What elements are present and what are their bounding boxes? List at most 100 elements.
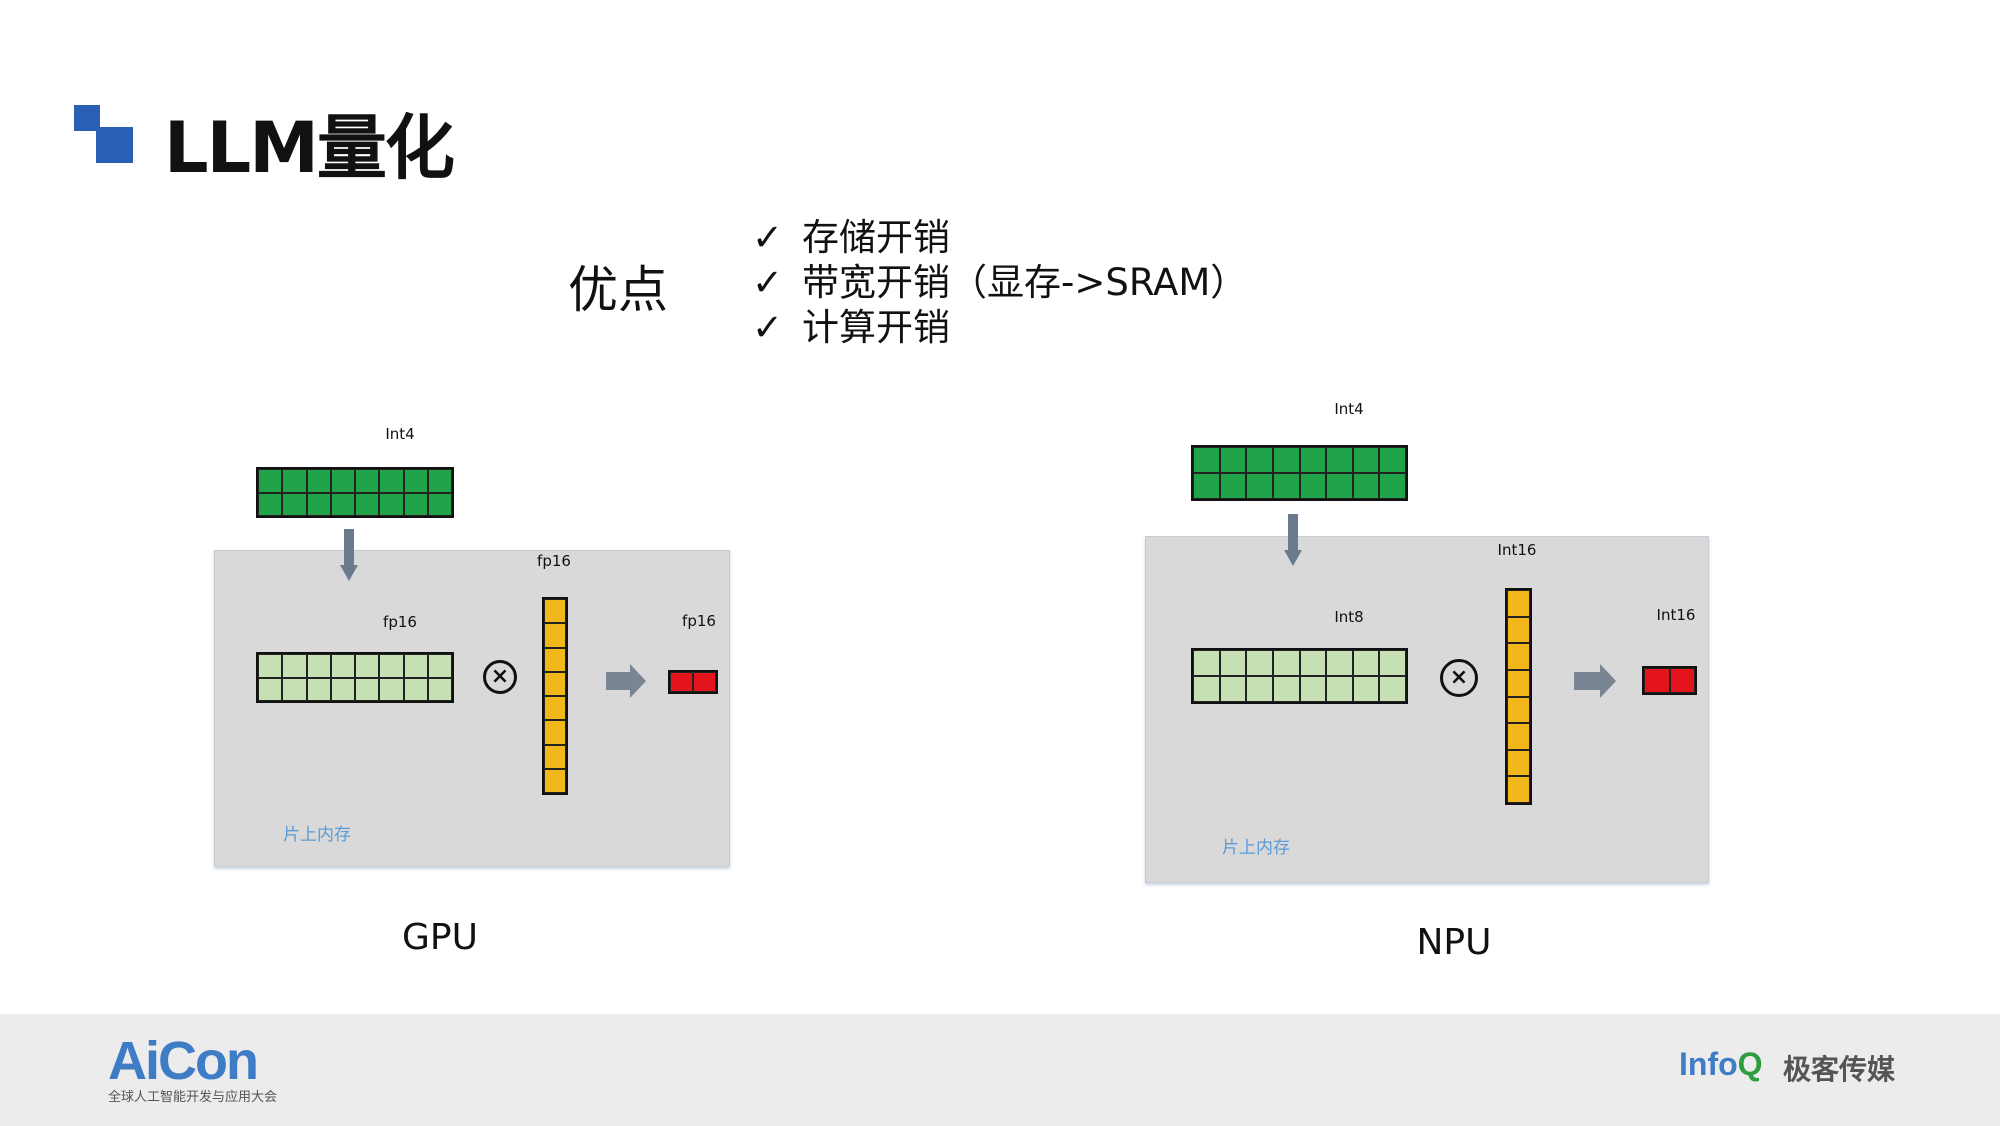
matrix-cell [1379, 676, 1406, 702]
matrix-cell [1326, 447, 1353, 473]
title-icon-square [96, 127, 133, 163]
npu-weight-matrix [1191, 445, 1408, 501]
check-icon: ✓ [752, 306, 784, 349]
matrix-cell [330, 654, 355, 678]
matrix-cell [1299, 473, 1327, 499]
matrix-cell [1352, 676, 1380, 702]
matrix-cell [1326, 676, 1353, 702]
matrix-cell [1507, 590, 1530, 617]
npu-dequant-matrix [1191, 648, 1408, 704]
matrix-cell [282, 469, 307, 493]
matrix-cell [403, 469, 428, 493]
pros-item: ✓计算开销 [752, 306, 950, 349]
matrix-cell [544, 720, 566, 745]
matrix-cell [258, 492, 283, 516]
matrix-cell [1272, 473, 1300, 499]
matrix-cell [282, 677, 307, 701]
aicon-logo: AiCon [108, 1031, 259, 1091]
pros-item: ✓带宽开销（显存->SRAM） [752, 261, 1248, 304]
matrix-cell [427, 492, 452, 516]
matrix-cell [1219, 676, 1247, 702]
gpu-dequant-matrix [256, 652, 454, 703]
matrix-cell [403, 677, 428, 701]
right-arrow-icon [606, 664, 646, 698]
matrix-cell [1272, 676, 1300, 702]
matrix-cell [1193, 447, 1220, 473]
matrix-cell [544, 744, 566, 769]
gpu-dequant-label: fp16 [383, 613, 417, 631]
matrix-cell [1246, 447, 1273, 473]
matrix-cell [403, 492, 428, 516]
matrix-cell [1352, 473, 1380, 499]
matrix-cell [670, 672, 693, 692]
matrix-cell [427, 677, 452, 701]
title-icon [74, 105, 100, 131]
matrix-cell [379, 469, 404, 493]
matrix-cell [1326, 650, 1353, 676]
matrix-cell [1219, 473, 1247, 499]
matrix-cell [544, 768, 566, 793]
npu-dequant-label: Int8 [1334, 608, 1364, 626]
matrix-cell [1326, 473, 1353, 499]
matrix-cell [355, 654, 380, 678]
aicon-subtitle: 全球人工智能开发与应用大会 [108, 1090, 278, 1105]
matrix-cell [544, 671, 566, 696]
matrix-cell [1507, 776, 1530, 803]
matrix-cell [544, 623, 566, 648]
pros-label: 优点 [568, 261, 668, 319]
matrix-cell [282, 654, 307, 678]
matrix-cell [306, 492, 331, 516]
matrix-cell [427, 469, 452, 493]
matrix-cell [306, 469, 331, 493]
check-icon: ✓ [752, 216, 784, 259]
gpu-memory-label: 片上内存 [283, 825, 351, 845]
matrix-cell [1246, 676, 1273, 702]
gpu-onchip-memory-box [214, 550, 730, 867]
gpu-weight-matrix [256, 467, 454, 518]
gpu-activation-label: fp16 [537, 552, 571, 570]
matrix-cell [1246, 650, 1273, 676]
down-arrow-icon [340, 529, 358, 581]
matrix-cell [1507, 669, 1530, 697]
footer [0, 1014, 2000, 1126]
matrix-cell [1507, 723, 1530, 750]
matrix-cell [1193, 676, 1220, 702]
matrix-cell [1219, 447, 1247, 473]
matrix-cell [1379, 473, 1406, 499]
check-icon: ✓ [752, 261, 784, 304]
matrix-cell [1219, 650, 1247, 676]
page-title: LLM量化 [164, 107, 455, 189]
matrix-cell [258, 469, 283, 493]
npu-onchip-memory-box [1145, 536, 1709, 883]
matrix-cell [330, 677, 355, 701]
pros-item: ✓存储开销 [752, 216, 950, 259]
matrix-cell [1272, 650, 1300, 676]
matrix-cell [1193, 473, 1220, 499]
matrix-cell [1507, 749, 1530, 777]
matrix-cell [355, 677, 380, 701]
matrix-cell [306, 677, 331, 701]
matrix-cell [1299, 676, 1327, 702]
matrix-cell [1272, 447, 1300, 473]
matrix-cell [544, 599, 566, 624]
npu-caption: NPU [1416, 922, 1492, 963]
matrix-cell [258, 677, 283, 701]
gpu-output-vector [668, 670, 718, 694]
matrix-cell [355, 492, 380, 516]
matrix-cell [355, 469, 380, 493]
npu-memory-label: 片上内存 [1222, 838, 1290, 858]
matrix-cell [1352, 650, 1380, 676]
matrix-cell [1507, 696, 1530, 724]
matrix-cell [544, 647, 566, 672]
matrix-cell [1246, 473, 1273, 499]
npu-activation-label: Int16 [1497, 541, 1537, 559]
multiply-icon: × [483, 660, 517, 694]
matrix-cell [693, 672, 716, 692]
matrix-cell [1507, 616, 1530, 644]
gpu-weight-label: Int4 [385, 425, 415, 443]
matrix-cell [282, 492, 307, 516]
matrix-cell [1299, 447, 1327, 473]
matrix-cell [379, 492, 404, 516]
matrix-cell [1352, 447, 1380, 473]
matrix-cell [1379, 650, 1406, 676]
